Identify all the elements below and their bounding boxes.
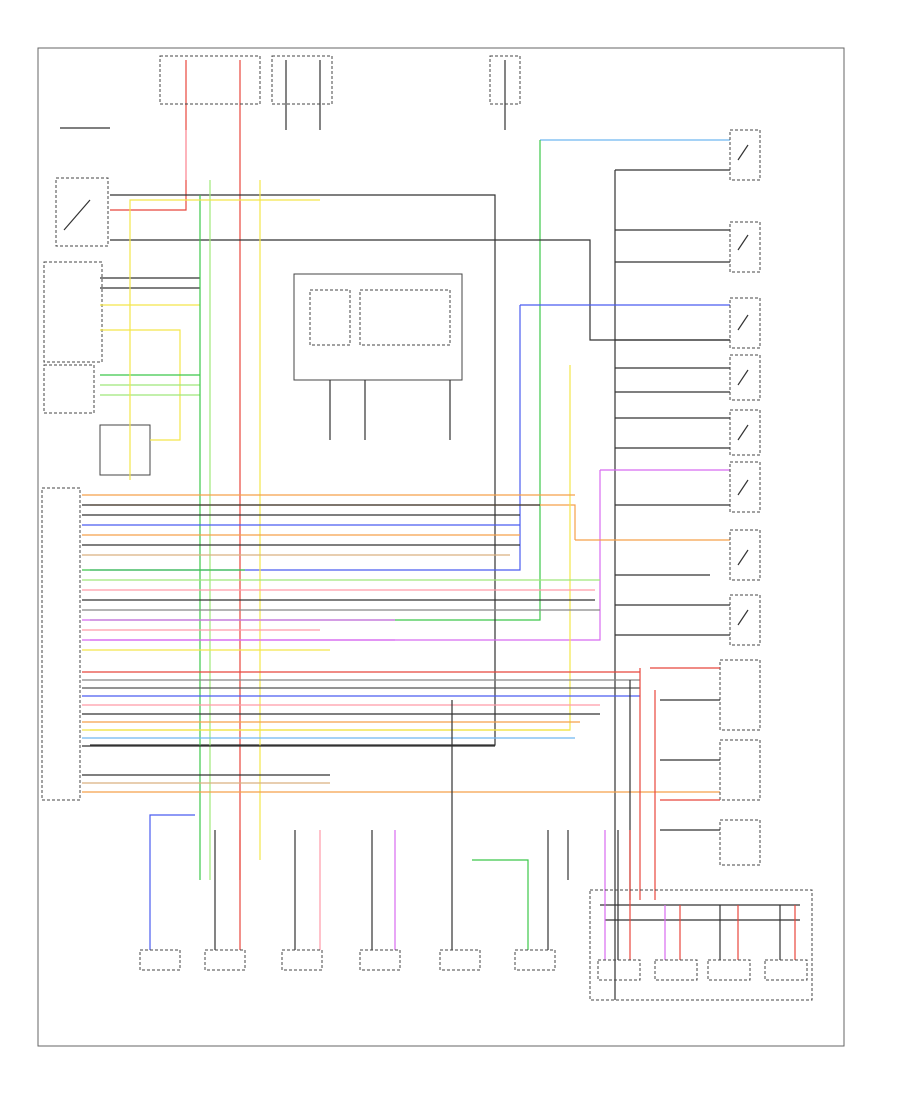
main-harness <box>82 494 720 793</box>
switch-1 <box>729 129 761 181</box>
upper-left-relay <box>55 127 110 247</box>
pressure-switch-area <box>629 659 761 900</box>
switch-4 <box>729 354 761 401</box>
switch-6 <box>729 461 761 513</box>
fuse-box-top-right <box>489 55 521 105</box>
bottom-sensors <box>139 700 569 971</box>
switch-2 <box>729 221 761 273</box>
left-short-wires <box>100 180 320 880</box>
top-power-feeds <box>159 55 521 130</box>
main-control-unit <box>41 487 81 801</box>
center-module <box>293 273 463 440</box>
diagram-frame <box>37 47 845 1047</box>
right-switches <box>729 129 761 646</box>
left-controller <box>41 261 151 801</box>
switch-7 <box>729 529 761 581</box>
fuse-box-top-middle <box>271 55 333 105</box>
switch-8 <box>729 594 761 646</box>
fuse-box-top-left <box>159 55 261 105</box>
switch-3 <box>729 297 761 349</box>
switch-5 <box>729 409 761 456</box>
solenoid-block <box>589 830 813 1001</box>
